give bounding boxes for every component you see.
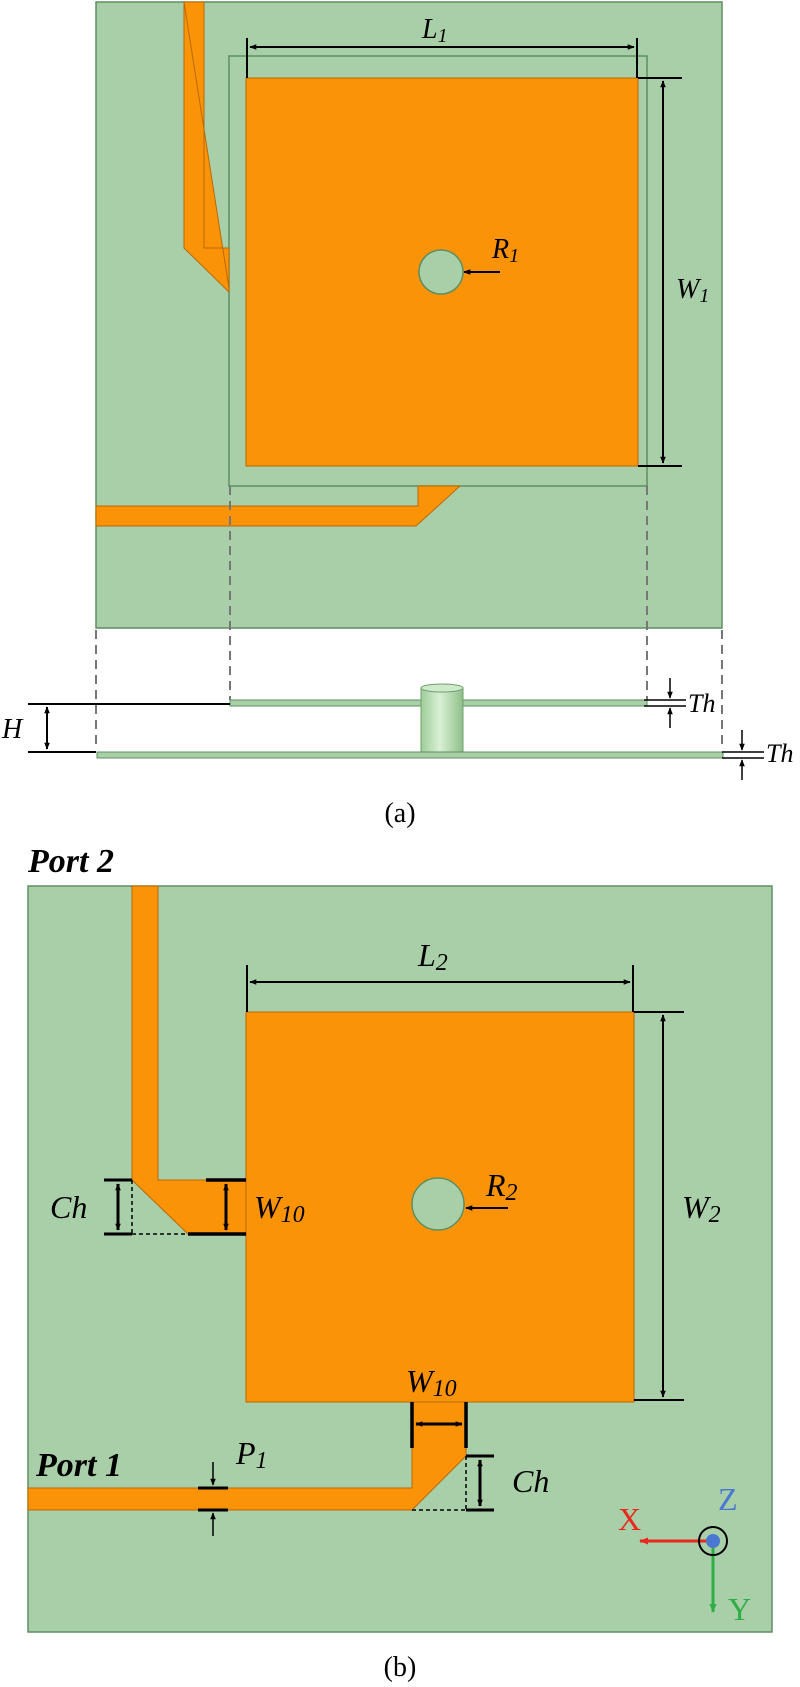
panel-b-W10-left-label: W10 xyxy=(254,1189,305,1228)
panel-b-caption: (b) xyxy=(384,1652,417,1683)
panel-b-L2-label: L2 xyxy=(417,937,448,976)
panel-b-center-hole xyxy=(411,1177,465,1231)
panel-b-W2-label: W2 xyxy=(682,1189,721,1228)
panel-a-side-post xyxy=(420,687,464,753)
panel-a-feed-line-port2 xyxy=(183,1,230,294)
panel-a-L1-label: L1 xyxy=(421,14,448,47)
panel-a-caption: (a) xyxy=(384,798,415,829)
z-axis-label: Z xyxy=(718,1481,738,1517)
panel-b-R2-label: R2 xyxy=(485,1167,518,1206)
panel-a: L1 W1 R1 H Th xyxy=(1,1,793,829)
panel-a-H-label: H xyxy=(1,714,24,745)
panel-a-projection-guides xyxy=(95,486,723,748)
panel-a-Th-bottom-label: Th xyxy=(766,739,793,768)
panel-a-Th-top-label: Th xyxy=(688,689,715,718)
port2-label: Port 2 xyxy=(27,843,114,880)
panel-a-side-ground-plate xyxy=(96,751,724,759)
panel-b-W10-bottom-label: W10 xyxy=(406,1363,457,1402)
coordinate-axes: X Y Z xyxy=(618,1481,751,1627)
panel-a-R1-label: R1 xyxy=(491,234,519,267)
x-axis-label: X xyxy=(618,1501,641,1537)
panel-a-center-hole xyxy=(418,249,464,295)
panel-b-Ch-left-label: Ch xyxy=(50,1189,87,1225)
panel-a-W1-label: W1 xyxy=(676,274,709,307)
y-axis-label: Y xyxy=(728,1591,751,1627)
z-axis-ring xyxy=(698,1526,728,1556)
z-axis-dot xyxy=(706,1534,720,1548)
panel-b: Port 2 Port 1 L2 W2 R2 W10 Ch W10 xyxy=(27,843,773,1683)
panel-b-Ch-right-label: Ch xyxy=(512,1463,549,1499)
panel-a-side-post-top xyxy=(420,683,464,693)
panel-b-P1-label: P1 xyxy=(235,1435,268,1474)
port1-label: Port 1 xyxy=(35,1447,122,1484)
panel-a-feed-line-port1 xyxy=(95,485,462,527)
